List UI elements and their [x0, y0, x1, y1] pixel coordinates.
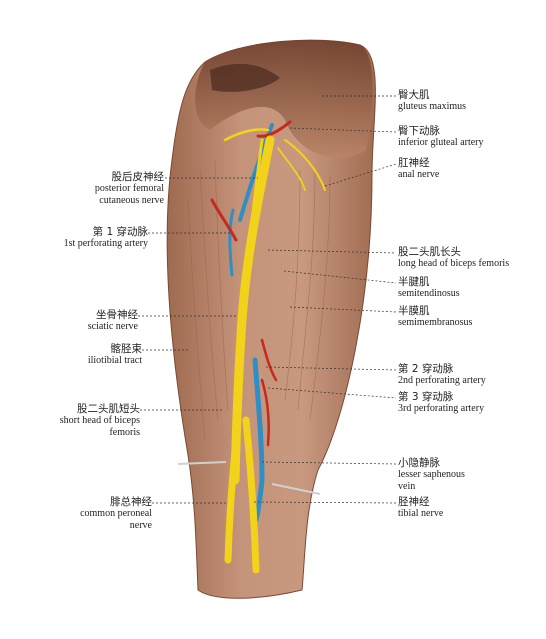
label-en: 1st perforating artery — [63, 238, 148, 250]
label-sciatic-nerve: 坐骨神经 sciatic nerve — [88, 309, 138, 333]
label-zh: 第 3 穿动脉 — [398, 391, 454, 403]
thigh-outline — [166, 39, 376, 599]
label-en-line2: femoris — [109, 426, 140, 438]
inferior-gluteal-artery-vessel — [256, 120, 292, 138]
dissection-pins — [177, 461, 321, 495]
label-en-line1: posterior femoral — [94, 183, 164, 195]
label-en: 2nd perforating artery — [398, 375, 486, 387]
muscle-fibers — [187, 159, 331, 441]
leader-lines — [138, 95, 397, 504]
label-en: tibial nerve — [398, 508, 444, 520]
label-en-line1: common peroneal — [80, 508, 152, 520]
label-zh: 第 2 穿动脉 — [398, 363, 454, 375]
posterior-femoral-cutaneous-nerve-branch — [248, 138, 264, 242]
second-perforating-artery-vessel — [260, 338, 278, 382]
vein-upper — [238, 123, 274, 222]
label-en: iliotibial tract — [87, 355, 142, 367]
lesser-saphenous-vein-vessel — [252, 357, 265, 523]
label-semitendinosus: 半腱肌 semitendinosus — [398, 276, 460, 300]
label-en-line2: nerve — [129, 519, 152, 531]
label-zh: 半膜肌 — [398, 305, 430, 317]
label-zh: 股二头肌长头 — [398, 246, 461, 258]
label-semimembranosus: 半膜肌 semimembranosus — [398, 305, 472, 329]
nerve-branch-upper-left — [223, 128, 270, 142]
label-en-line2: vein — [398, 480, 416, 492]
label-en: gluteus maximus — [398, 101, 467, 113]
label-inferior-gluteal-artery: 臀下动脉 inferior gluteal artery — [398, 125, 484, 149]
label-zh: 坐骨神经 — [96, 309, 138, 321]
label-iliotibial-tract: 髂胫束 iliotibial tract — [88, 343, 142, 367]
nerve-branch-small-2 — [277, 147, 306, 191]
label-en: anal nerve — [398, 169, 440, 181]
label-en-line2: cutaneous nerve — [99, 194, 164, 206]
label-zh: 半腱肌 — [398, 276, 430, 288]
label-short-head-biceps: 股二头肌短头 short head of biceps femoris — [60, 403, 140, 438]
gluteus-dark-patch — [210, 63, 280, 92]
label-zh: 臀大肌 — [398, 89, 430, 101]
third-perforating-artery-vessel — [260, 378, 270, 447]
label-posterior-femoral-cutaneous-nerve: 股后皮神经 posterior femoral cutaneous nerve — [95, 171, 164, 206]
common-peroneal-nerve-branch — [224, 416, 242, 564]
label-zh: 胫神经 — [398, 496, 430, 508]
label-en: 3rd perforating artery — [398, 403, 485, 415]
label-zh: 臀下动脉 — [398, 125, 440, 137]
anal-nerve-branch — [284, 139, 326, 191]
nerve-layer — [223, 128, 326, 574]
label-zh: 肛神经 — [398, 157, 430, 169]
vein-layer — [228, 123, 274, 523]
label-first-perforating-artery: 第 1 穿动脉 1st perforating artery — [64, 226, 148, 250]
label-zh: 腓总神经 — [110, 496, 152, 508]
label-en: sciatic nerve — [87, 321, 138, 333]
label-second-perforating-artery: 第 2 穿动脉 2nd perforating artery — [398, 363, 486, 387]
label-zh: 髂胫束 — [110, 343, 143, 355]
label-en: semimembranosus — [398, 317, 473, 329]
label-en: long head of biceps femoris — [398, 258, 510, 270]
artery-layer — [210, 120, 292, 447]
label-anal-nerve: 肛神经 anal nerve — [398, 157, 439, 181]
label-en-line1: short head of biceps — [59, 415, 140, 427]
label-en-line1: lesser saphenous — [398, 469, 465, 481]
first-perforating-artery-vessel — [210, 198, 238, 242]
label-zh: 股后皮神经 — [111, 171, 165, 183]
label-common-peroneal-nerve: 腓总神经 common peroneal nerve — [80, 496, 152, 531]
label-zh: 小隐静脉 — [398, 457, 440, 469]
label-zh: 股二头肌短头 — [77, 403, 140, 415]
label-lesser-saphenous-vein: 小隐静脉 lesser saphenous vein — [398, 457, 465, 492]
vein-perforating-1 — [228, 208, 235, 277]
label-long-head-biceps: 股二头肌长头 long head of biceps femoris — [398, 246, 509, 270]
label-gluteus-maximus: 臀大肌 gluteus maximus — [398, 89, 466, 113]
tibial-nerve-branch — [242, 416, 260, 574]
label-third-perforating-artery: 第 3 穿动脉 3rd perforating artery — [398, 391, 484, 415]
label-en: semitendinosus — [398, 288, 460, 300]
label-en: inferior gluteal artery — [398, 137, 484, 149]
label-zh: 第 1 穿动脉 — [92, 226, 148, 238]
label-tibial-nerve: 胫神经 tibial nerve — [398, 496, 443, 520]
